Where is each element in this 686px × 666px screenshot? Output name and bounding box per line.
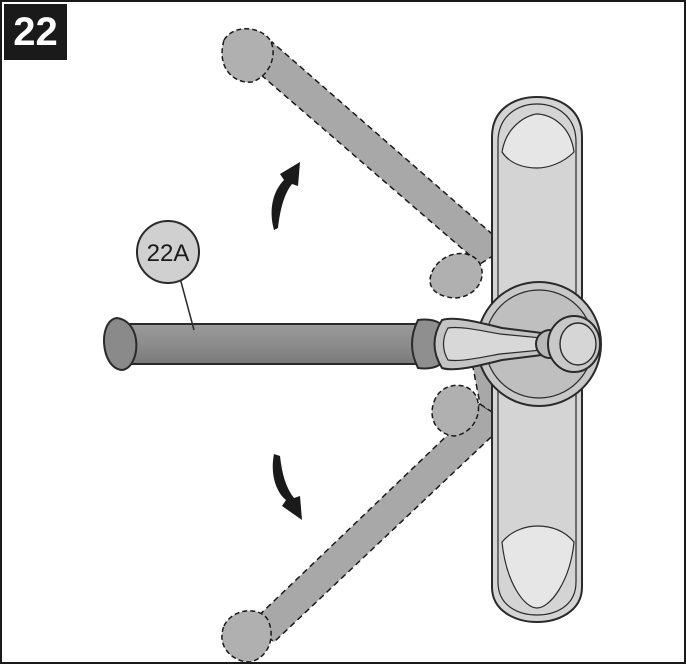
rotate-up-arrow-icon <box>271 162 300 230</box>
callout-label: 22A <box>147 240 190 267</box>
callout-leader-line <box>179 277 195 331</box>
armrest-upper-position <box>221 28 509 299</box>
armrest-tube <box>103 316 452 372</box>
armrest-lower-position <box>221 345 509 663</box>
arm-bracket <box>433 317 551 371</box>
adjustment-knob <box>535 315 601 373</box>
rotate-down-arrow-icon <box>272 454 302 520</box>
callout-22a: 22A <box>136 220 200 284</box>
step-number-badge: 22 <box>4 4 67 60</box>
